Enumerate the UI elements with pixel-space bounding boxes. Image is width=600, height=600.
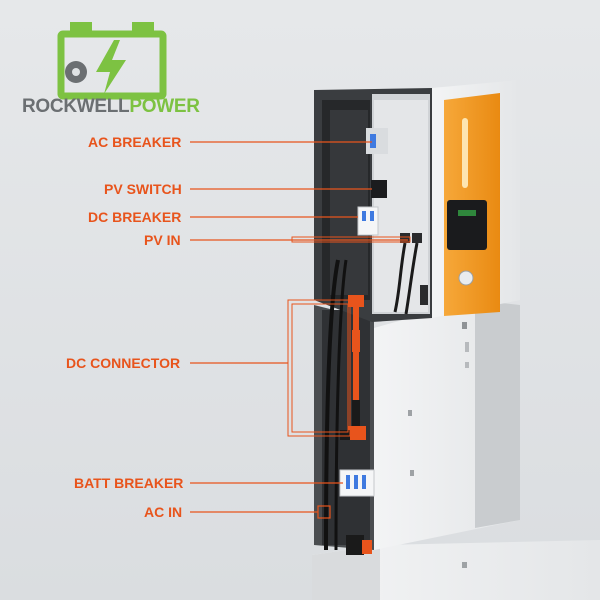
internal-components [324,128,428,555]
battery-cabinet-upper [314,300,520,550]
battery-cabinet-lower [312,540,600,600]
callout-lines [190,141,411,519]
label-pv-switch: PV SWITCH [104,181,182,197]
battery-bolt-icon [57,22,167,100]
label-ac-breaker: AC BREAKER [88,134,182,150]
label-dc-connector: DC CONNECTOR [66,355,181,371]
label-batt-breaker: BATT BREAKER [74,475,184,491]
label-pv-in: PV IN [144,232,181,248]
brand-name-part2: POWER [129,96,200,117]
label-dc-breaker: DC BREAKER [88,209,182,225]
brand-name-part1: ROCKWELL [22,96,130,117]
label-ac-in: AC IN [144,504,183,520]
inverter-front-panel [444,93,500,316]
brand-wordmark: ROCKWELLPOWER [22,96,200,118]
